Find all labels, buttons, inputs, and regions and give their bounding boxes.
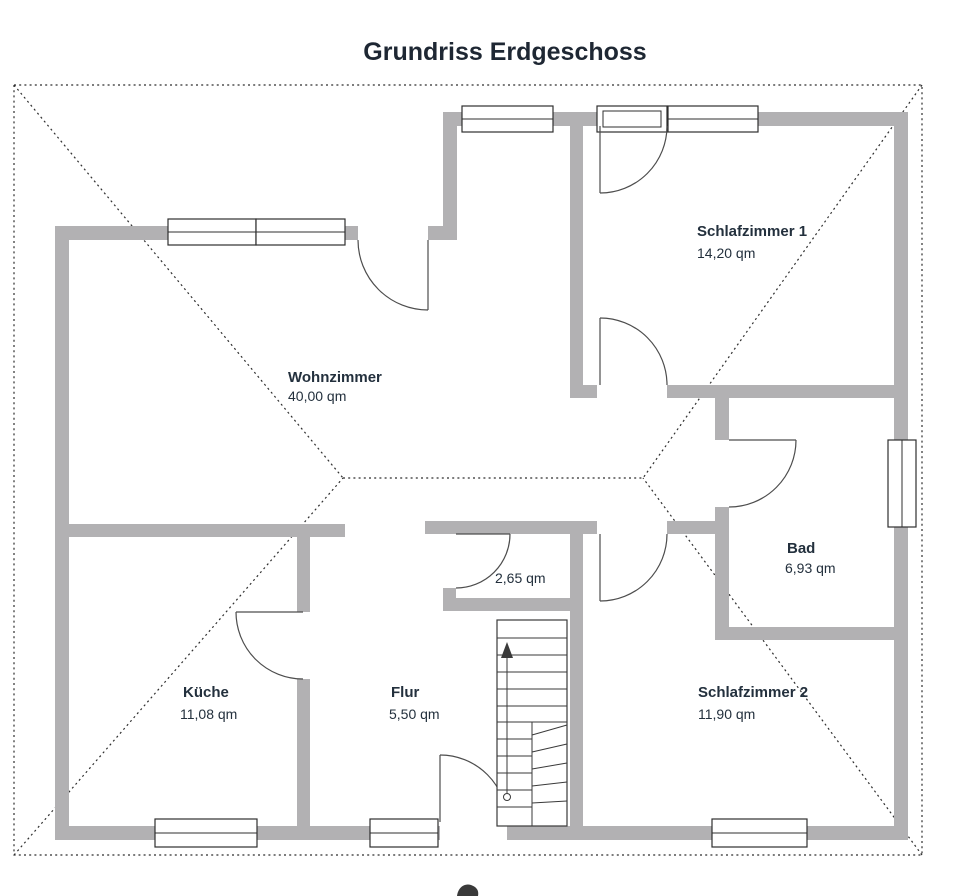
window-wohnzimmer-top xyxy=(167,218,346,246)
room-labels: Wohnzimmer 40,00 qm Schlafzimmer 1 14,20… xyxy=(180,223,836,722)
wall-abstellraum-bottom xyxy=(443,598,583,611)
label-kueche-name: Küche xyxy=(183,684,229,701)
label-flur-name: Flur xyxy=(391,684,419,701)
doors xyxy=(235,125,797,823)
wall-bottom-right-segment xyxy=(507,826,908,840)
label-wohnzimmer-name: Wohnzimmer xyxy=(288,369,382,386)
label-schlafzimmer1-area: 14,20 qm xyxy=(697,245,755,261)
door-kueche xyxy=(235,611,304,680)
door-schlafzimmer2 xyxy=(599,533,668,602)
window-schlafzimmer1-top xyxy=(667,105,759,133)
wall-bad-left-lower xyxy=(715,507,729,640)
label-schlafzimmer2-area: 11,90 qm xyxy=(698,706,755,722)
window-flur-bottom xyxy=(369,818,439,848)
door-wohnzimmer-top xyxy=(357,239,429,311)
wall-kueche-right-lower xyxy=(297,679,310,826)
stair-direction-arrow xyxy=(501,642,513,801)
wall-wohnzimmer-schlafzimmer1 xyxy=(570,126,583,398)
wall-bad-bottom xyxy=(715,627,894,640)
label-flur-area: 5,50 qm xyxy=(389,706,440,722)
roof-hip-top-left xyxy=(13,84,344,479)
window-top-middle xyxy=(461,105,554,133)
label-wohnzimmer-area: 40,00 qm xyxy=(288,388,346,404)
page-title: Grundriss Erdgeschoss xyxy=(363,38,646,66)
window-schlafzimmer2-bottom xyxy=(711,818,808,848)
wall-corridor-stub-right xyxy=(667,521,729,534)
window-bad-right xyxy=(887,439,917,528)
door-panel-top xyxy=(596,105,668,133)
roof-projection-dotted-lines xyxy=(13,84,923,856)
door-bad xyxy=(728,439,797,508)
staircase xyxy=(496,619,568,827)
wall-schlafzimmer1-bottom-stub xyxy=(583,385,597,398)
roof-outline xyxy=(13,84,923,856)
door-top-entrance xyxy=(599,125,668,194)
roof-hip-bottom-right xyxy=(642,477,923,856)
wall-bad-left-upper xyxy=(715,385,729,440)
label-bad-name: Bad xyxy=(787,540,815,557)
wall-step-vertical xyxy=(443,112,457,240)
label-abstellraum-area: 2,65 qm xyxy=(495,570,546,586)
window-kueche-bottom xyxy=(154,818,258,848)
logo-fragment xyxy=(457,884,479,896)
windows xyxy=(154,105,917,848)
wall-schlafzimmer1-bottom xyxy=(667,385,894,398)
wall-abstellraum-left-stub-bottom xyxy=(443,588,456,611)
wall-stair-right xyxy=(570,521,583,826)
label-schlafzimmer1-name: Schlafzimmer 1 xyxy=(697,223,807,240)
wall-kueche-right-upper xyxy=(297,524,310,612)
wall-kueche-top xyxy=(55,524,345,537)
door-schlafzimmer1 xyxy=(599,317,668,386)
wall-abstellraum-top xyxy=(425,521,570,534)
interior-walls xyxy=(55,126,894,826)
door-abstellraum xyxy=(455,533,511,589)
label-kueche-area: 11,08 qm xyxy=(180,706,237,722)
roof-hip-top-right xyxy=(642,84,923,479)
label-schlafzimmer2-name: Schlafzimmer 2 xyxy=(698,684,808,701)
label-bad-area: 6,93 qm xyxy=(785,560,836,576)
